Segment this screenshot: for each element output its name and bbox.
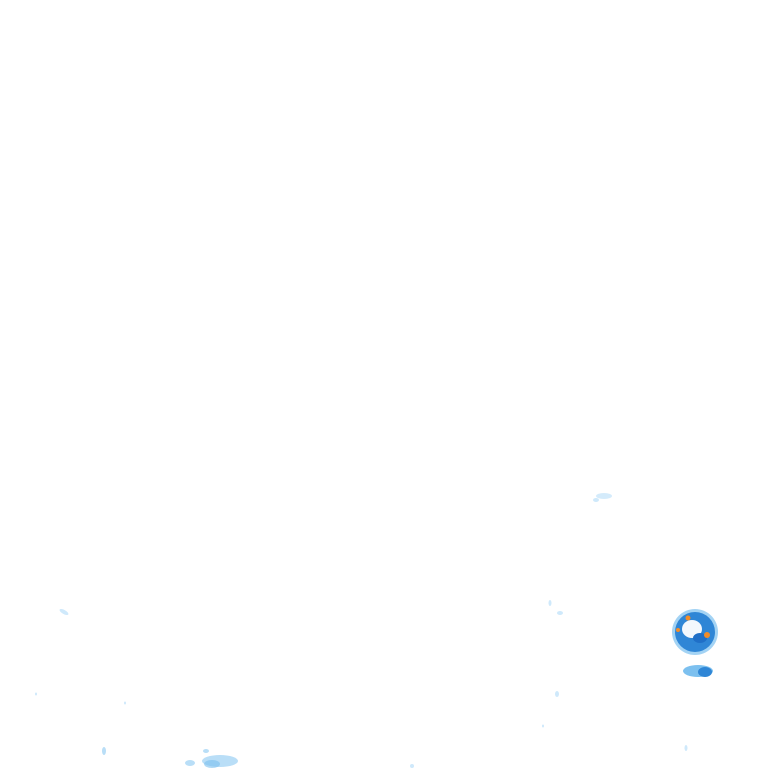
faint-echo <box>596 493 612 499</box>
faint-echo <box>35 692 37 696</box>
storm-core <box>693 633 707 643</box>
trailing-echo-core <box>698 667 712 677</box>
faint-echo <box>593 498 599 502</box>
storm-hotspot <box>676 628 680 632</box>
faint-echo <box>410 764 414 768</box>
faint-echo <box>555 691 559 697</box>
storm-hotspot <box>685 615 691 621</box>
faint-echo <box>102 747 106 755</box>
faint-echo <box>542 724 544 728</box>
echo-cluster <box>185 760 195 766</box>
faint-echo <box>548 600 552 606</box>
echo-cluster <box>203 749 209 753</box>
faint-echo <box>124 701 126 705</box>
faint-echo <box>557 611 563 615</box>
echo-cluster-core <box>204 760 220 768</box>
storm-hotspot <box>704 632 710 638</box>
faint-echo <box>59 608 69 616</box>
faint-echo <box>684 745 688 751</box>
